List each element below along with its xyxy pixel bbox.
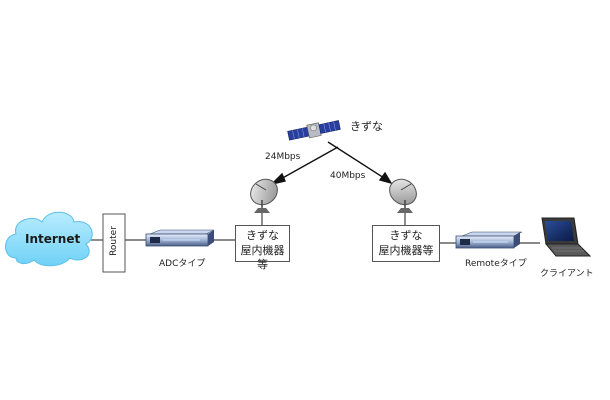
satellite-label: きずな [350, 120, 383, 133]
uplink-rate-label: 24Mbps [265, 152, 301, 162]
remote-device-icon [455, 231, 523, 249]
right-box-line1: きずな [389, 229, 423, 242]
adc-device-icon [145, 229, 215, 247]
left-box-line2: 屋内機器等 [240, 244, 285, 271]
downlink-line [327, 141, 385, 179]
uplink-line [278, 146, 339, 181]
router-label: Router [109, 226, 119, 256]
satellite-icon [287, 120, 341, 141]
internet-cloud-icon [5, 211, 93, 267]
downlink-arrowhead [378, 171, 393, 185]
satellite-links [269, 141, 393, 186]
left-indoor-equipment-box: きずな 屋内機器等 [235, 225, 290, 271]
left-dish-icon [250, 178, 278, 213]
laptop-icon [541, 217, 592, 257]
right-dish-icon [389, 178, 417, 213]
uplink-arrowhead [269, 172, 286, 186]
left-box-line1: きずな [246, 229, 279, 242]
router-box [102, 213, 126, 273]
client-label: クライアント [540, 269, 594, 279]
adc-type-label: ADCタイプ [159, 259, 206, 269]
downlink-rate-label: 40Mbps [330, 171, 366, 181]
internet-label: Internet [25, 232, 81, 246]
right-box-line2: 屋内機器等 [378, 244, 434, 257]
connection-lines [88, 213, 540, 244]
remote-type-label: Remoteタイプ [465, 259, 527, 269]
right-indoor-equipment-box: きずな 屋内機器等 [372, 225, 440, 262]
